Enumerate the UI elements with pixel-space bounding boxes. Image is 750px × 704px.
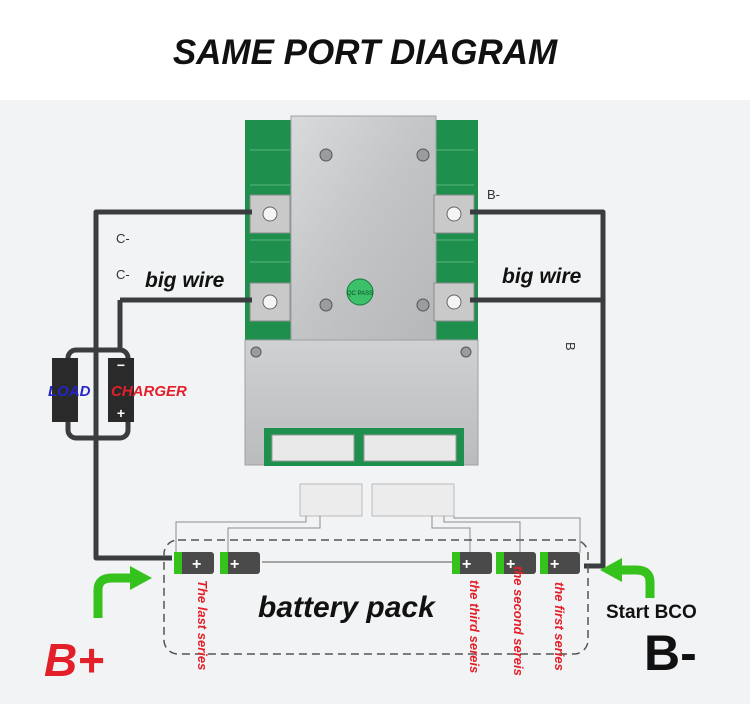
diagram-title: SAME PORT DIAGRAM [173, 33, 558, 72]
load-charger-block: − + LOAD CHARGER [48, 347, 187, 441]
series-label-last: The last series [195, 580, 210, 670]
load-label: LOAD [48, 383, 91, 400]
pad-hole-icon [262, 294, 278, 310]
screw-icon [416, 298, 430, 312]
screw-icon [416, 148, 430, 162]
battery-cell-last: + [174, 552, 214, 574]
qc-pass-sticker [346, 278, 374, 306]
heatsink [290, 115, 437, 343]
battery-cell-second: + [496, 552, 536, 574]
charger-label: CHARGER [111, 383, 187, 400]
b-plus-label: B+ [44, 634, 104, 686]
battery-pack-label: battery pack [258, 591, 436, 624]
balance-connector-left [271, 434, 355, 462]
battery-cell-third: + [452, 552, 492, 574]
balance-plug-left [299, 483, 363, 517]
cell-plus-sign: + [550, 556, 559, 573]
battery-cell-first: + [540, 552, 580, 574]
c-minus-label-lower: C- [116, 267, 130, 282]
qc-pass-text: QC PASS [347, 291, 373, 297]
series-label-first: the first series [552, 582, 567, 671]
arrow-head-icon [600, 558, 622, 582]
series-label-second: the second sereis [511, 566, 526, 676]
b-minus-pad-label: B- [487, 187, 500, 202]
cell-plus-sign: + [506, 556, 515, 573]
c-minus-label-upper: C- [116, 231, 130, 246]
arrow-b-minus-icon [620, 565, 655, 598]
arrow-b-plus-icon [93, 573, 132, 618]
pad-hole-icon [262, 206, 278, 222]
charger-port [108, 358, 134, 422]
start-bco-label: Start BCO [606, 602, 697, 623]
b-pad-label: B [563, 342, 578, 351]
battery-cells: + + + + + [174, 552, 580, 574]
port-minus-sign: − [117, 357, 125, 373]
bms-board: QC PASS [244, 115, 479, 466]
battery-cell-second-last: + [220, 552, 260, 574]
screw-icon [250, 346, 262, 358]
pad-hole-icon [446, 294, 462, 310]
screw-icon [460, 346, 472, 358]
arrow-head-icon [130, 566, 152, 590]
pad-hole-icon [446, 206, 462, 222]
load-port [52, 358, 78, 422]
cell-plus-sign: + [462, 556, 471, 573]
main-wires [93, 209, 606, 569]
b-minus-terminal-label: B- [644, 625, 697, 681]
port-plus-sign: + [117, 405, 125, 421]
series-label-third: the third sereis [467, 580, 482, 673]
battery-pack-outline [163, 539, 589, 655]
cell-plus-sign: + [230, 556, 239, 573]
big-wire-label-right: big wire [502, 265, 582, 288]
screw-icon [319, 148, 333, 162]
balance-plug-right [371, 483, 455, 517]
balance-connector-right [363, 434, 457, 462]
cell-plus-sign: + [192, 556, 201, 573]
big-wire-label-left: big wire [145, 269, 225, 292]
screw-icon [319, 298, 333, 312]
